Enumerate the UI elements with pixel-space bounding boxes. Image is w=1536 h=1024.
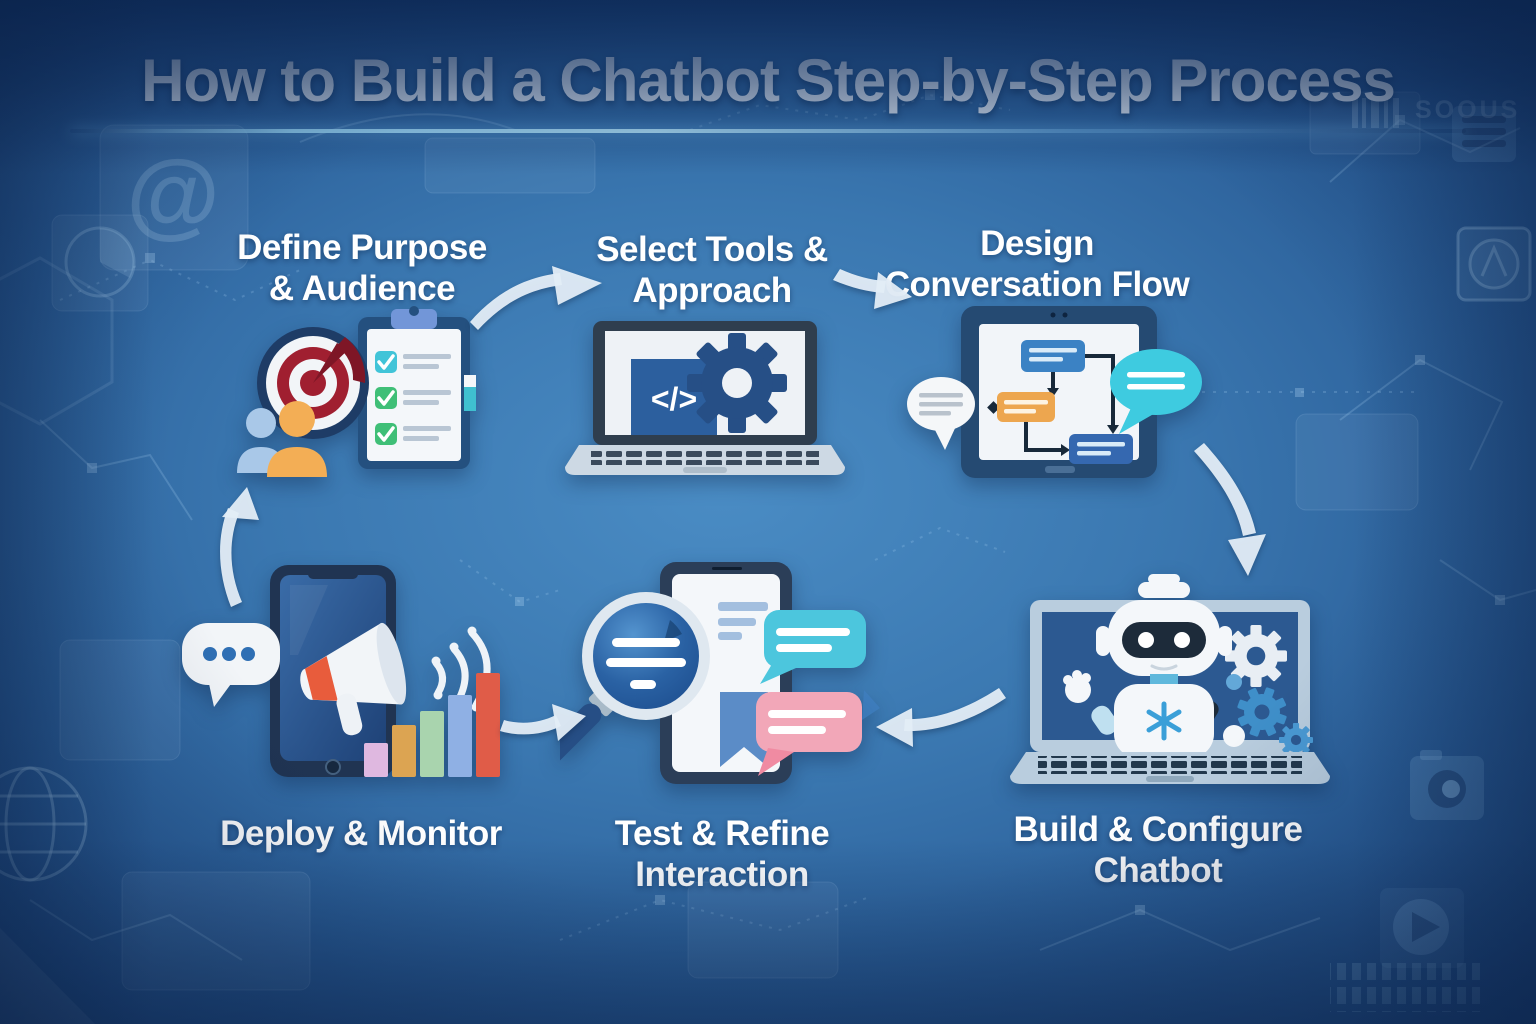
step-label-deploy-monitor: Deploy & Monitor (220, 814, 502, 853)
chat-bubble-cyan-icon (760, 610, 866, 684)
page-title: How to Build a Chatbot Step-by-Step Proc… (141, 47, 1396, 114)
laptop-base (1010, 752, 1330, 784)
pie-chart-icon (64, 226, 136, 298)
step-label-test-refine: Test & Refine Interaction (614, 814, 830, 894)
title-divider (70, 129, 1466, 133)
globe-icon (0, 766, 88, 882)
step-label-define-purpose: Define Purpose & Audience (237, 228, 487, 308)
compass-icon (1456, 226, 1532, 302)
step-label-design-flow: Design Conversation Flow (884, 224, 1190, 304)
play-icon (1380, 888, 1464, 968)
step4-icon-group (1010, 570, 1330, 785)
hexagon-shape (0, 256, 114, 426)
arrow-step4-to-step5 (876, 688, 1006, 747)
laptop-base (565, 445, 845, 475)
step-label-build-configure: Build & Configure Chatbot (1013, 810, 1303, 890)
step5-icon-group (560, 562, 880, 784)
chat-bubble-pink-icon (756, 692, 862, 776)
step3-icon-group (905, 300, 1205, 490)
step1-icon-group (225, 305, 495, 490)
audience-people-icon (237, 401, 327, 477)
arrow-decor (862, 690, 880, 720)
equalizer-bars-icon (1330, 962, 1480, 1012)
chat-bubble-dots-icon (182, 623, 280, 707)
camera-icon (1410, 750, 1484, 820)
step6-icon-group (178, 565, 508, 780)
gear-icon (687, 333, 787, 433)
clipboard-checklist-icon (358, 306, 476, 469)
step-label-select-tools: Select Tools & Approach (596, 230, 828, 310)
step2-icon-group: </> (565, 315, 845, 480)
